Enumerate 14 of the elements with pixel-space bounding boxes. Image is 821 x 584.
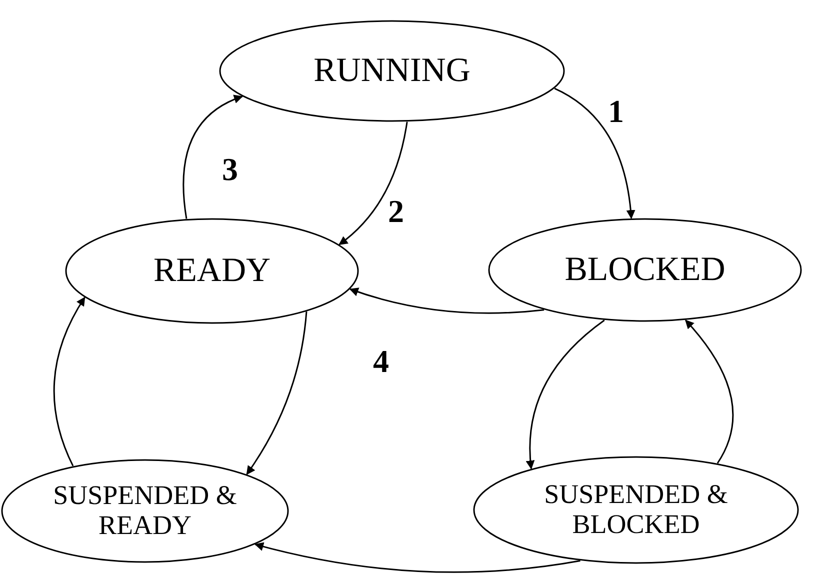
state-label: SUSPENDED & READY bbox=[52, 481, 238, 541]
state-label: SUSPENDED & BLOCKED bbox=[543, 480, 729, 540]
arrow bbox=[182, 95, 244, 219]
state-label: BLOCKED bbox=[564, 251, 726, 289]
state-label: RUNNING bbox=[312, 52, 472, 90]
arrow bbox=[554, 88, 636, 220]
arrow bbox=[53, 296, 86, 466]
state-label: READY bbox=[152, 252, 272, 290]
arrow bbox=[685, 320, 734, 464]
arrow bbox=[338, 122, 408, 246]
arrow bbox=[349, 288, 544, 314]
arrow bbox=[246, 312, 308, 475]
arrow bbox=[254, 542, 580, 573]
arrow bbox=[526, 320, 605, 470]
